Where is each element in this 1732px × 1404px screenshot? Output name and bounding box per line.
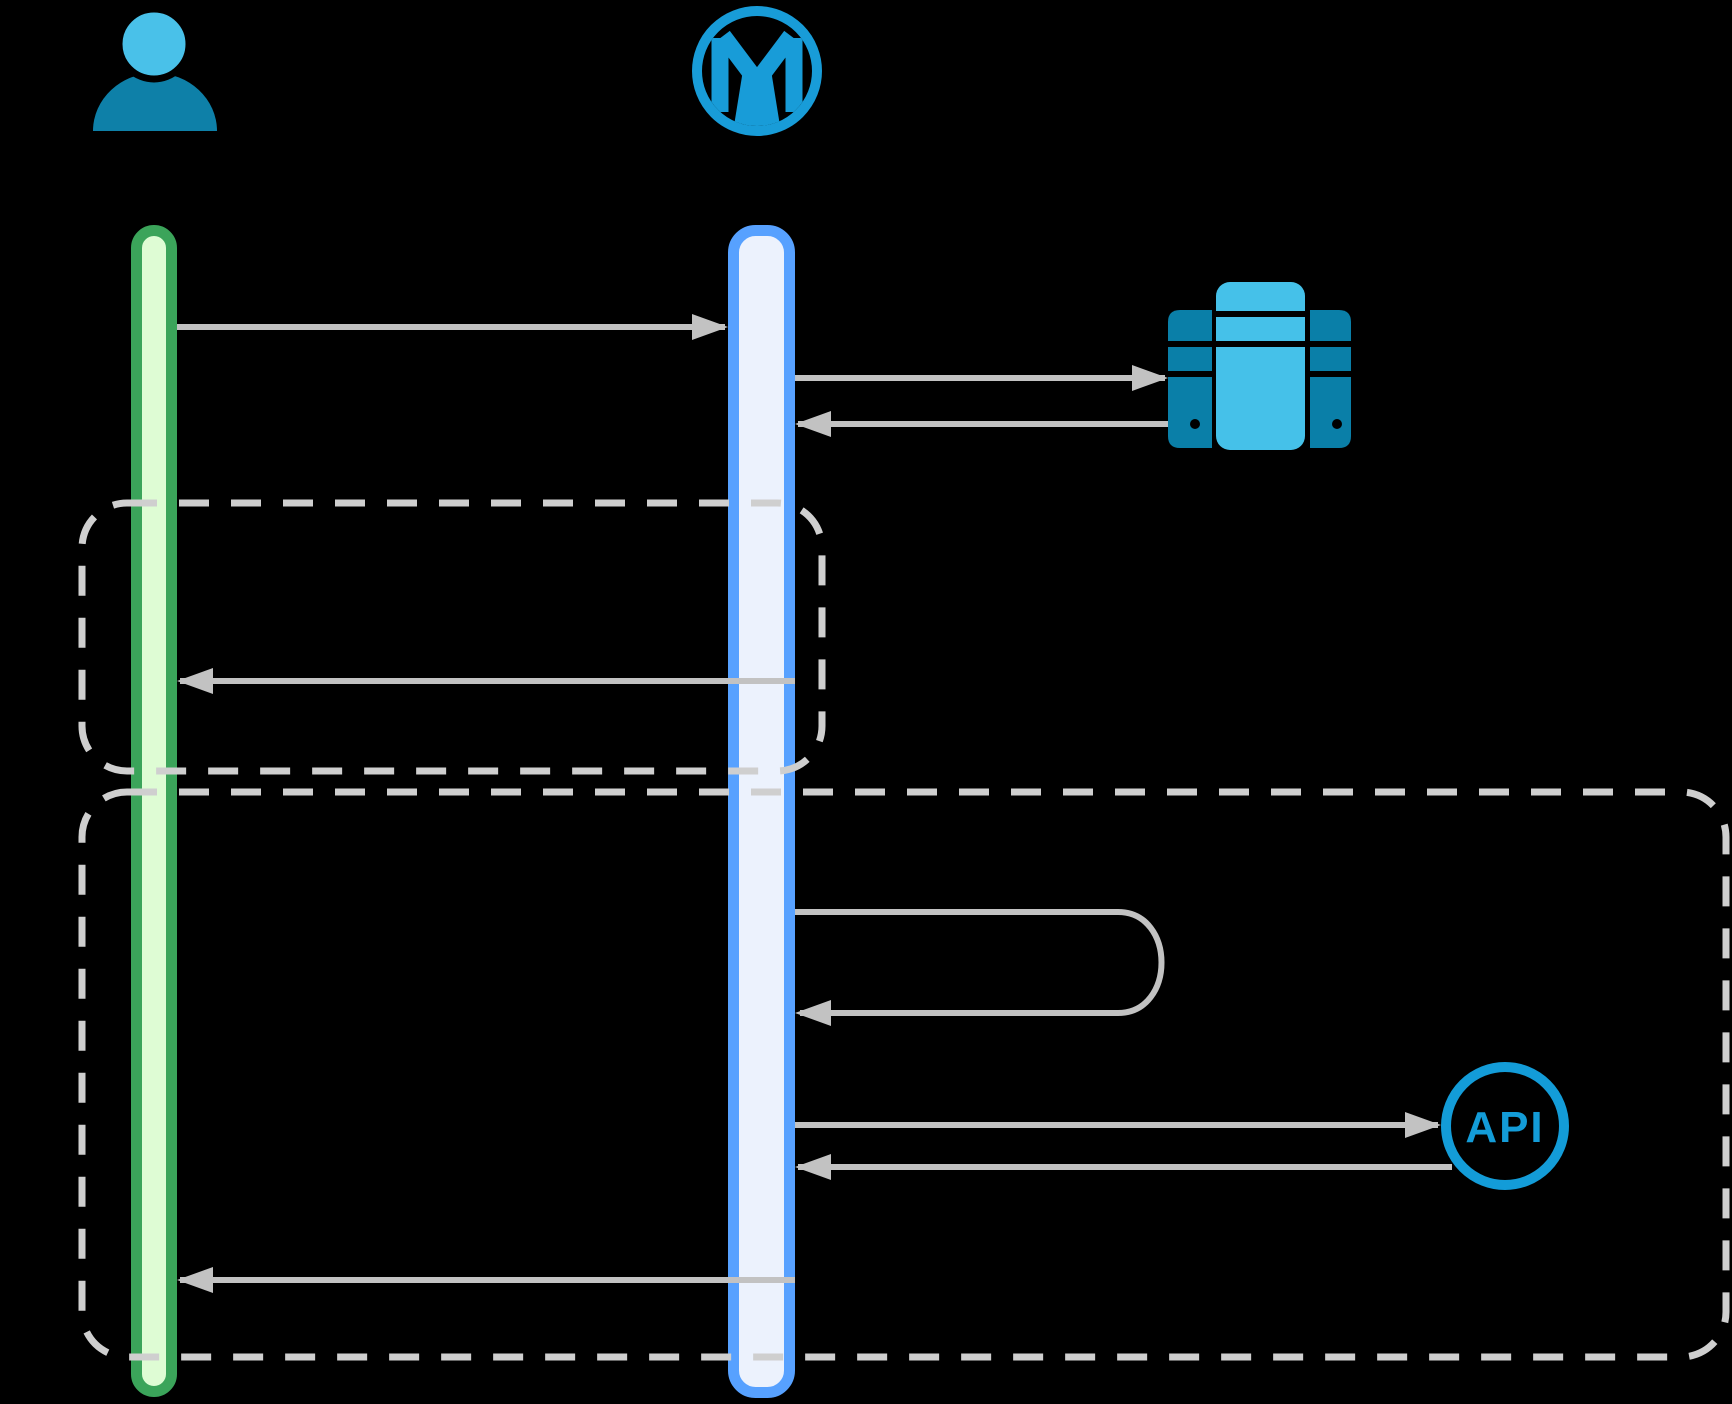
db-center-tower bbox=[1216, 282, 1305, 450]
fragment-frame-1 bbox=[78, 499, 826, 775]
mule-activation-bar bbox=[728, 225, 795, 1398]
message-arrow-mule-to-database bbox=[795, 365, 1168, 391]
fragment-frame-2 bbox=[78, 788, 1730, 1361]
api-label: API bbox=[1465, 1103, 1544, 1152]
message-arrow-user-to-mule bbox=[177, 314, 728, 340]
fragments bbox=[78, 499, 1730, 1361]
mulesoft-logo-icon bbox=[692, 6, 822, 136]
db-right-tower bbox=[1310, 310, 1351, 448]
message-arrow-mule-to-api bbox=[795, 1112, 1441, 1138]
api-circle-icon: API bbox=[1441, 1062, 1569, 1190]
message-arrow-mule-to-user-return-1 bbox=[177, 668, 795, 694]
message-arrow-mule-to-user-return-2 bbox=[177, 1267, 795, 1293]
message-arrow-self-loop bbox=[795, 909, 1165, 1026]
mule-m-glyph bbox=[711, 30, 803, 126]
person-body bbox=[93, 73, 217, 131]
mule-ring bbox=[692, 6, 822, 136]
db-left-tower bbox=[1168, 310, 1212, 448]
message-arrow-api-to-mule bbox=[795, 1154, 1452, 1180]
person-head bbox=[115, 5, 193, 83]
user-activation-bar bbox=[131, 225, 177, 1397]
messages bbox=[177, 314, 1452, 1293]
message-arrow-database-to-mule bbox=[795, 411, 1168, 437]
person-icon bbox=[93, 5, 217, 131]
database-server-icon bbox=[1168, 282, 1351, 450]
api-circle bbox=[1441, 1062, 1569, 1190]
db-separators bbox=[1168, 311, 1351, 429]
